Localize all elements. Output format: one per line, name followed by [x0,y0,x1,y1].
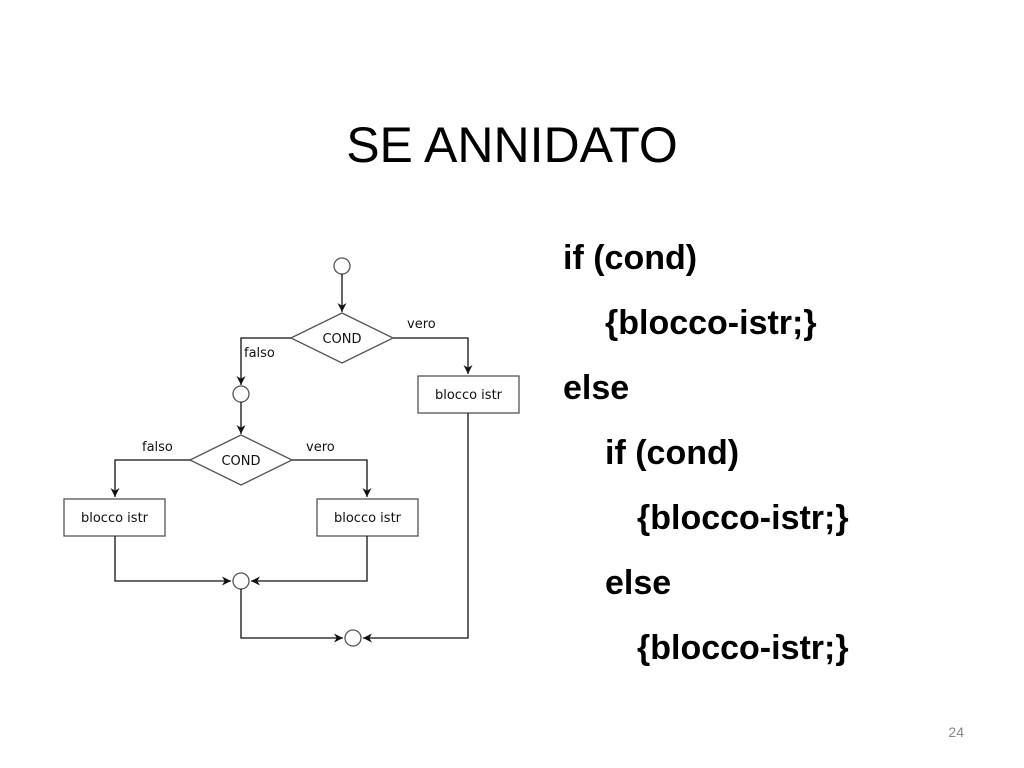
outer-true-block [417,375,520,414]
inner-join-to-end-connector [240,589,343,643]
outer-true-block-text: blocco istr [435,388,503,403]
false-merge-node [232,385,250,403]
inner-join-node [232,572,250,590]
inner-true-block-text: blocco istr [334,511,402,526]
outer-false-label: falso [244,346,275,361]
outer-condition-text: COND [322,332,361,347]
outer-true-to-end-connector [363,413,469,643]
outer-false-connector [236,337,291,385]
outer-true-connector [393,337,473,374]
code-line: else [605,564,672,602]
slide-title: SE ANNIDATO [346,117,678,173]
start-node [333,257,351,275]
inner-true-label: vero [306,440,335,455]
code-line: {blocco-istr;} [637,629,849,667]
inner-condition-text: COND [221,454,260,469]
code-line: else [563,369,630,407]
inner-false-block-text: blocco istr [81,511,149,526]
inner-false-block [63,498,166,537]
inner-true-block [316,498,419,537]
code-line: if (cond) [605,434,740,472]
inner-false-connector [110,459,190,497]
code-line: {blocco-istr;} [637,499,849,537]
nested-if-code: if (cond) {blocco-istr;} else if (cond) … [563,232,849,687]
inner-true-to-join-connector [251,536,368,586]
end-node [344,629,362,647]
page-number: 24 [948,724,964,740]
inner-true-connector [292,459,372,497]
outer-true-label: vero [407,317,436,332]
code-line: if (cond) [563,239,698,277]
inner-false-to-join-connector [114,536,231,586]
code-line: {blocco-istr;} [605,304,817,342]
inner-false-label: falso [142,440,173,455]
